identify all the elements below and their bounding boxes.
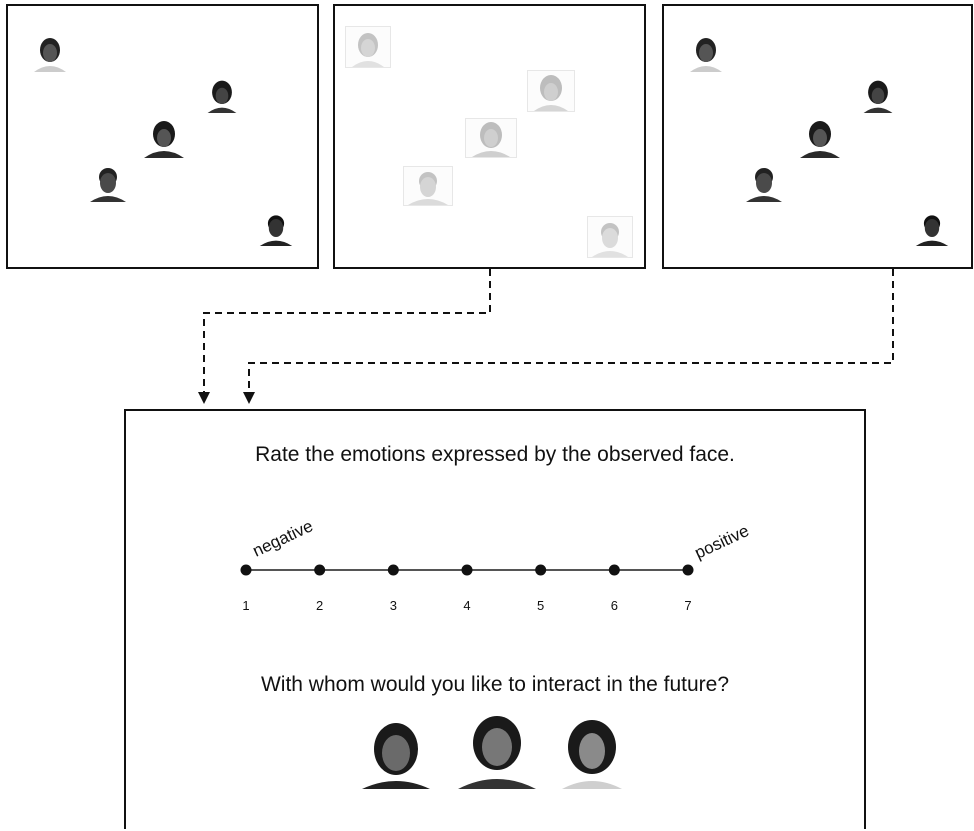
scale-point-5[interactable] xyxy=(535,564,547,576)
scale-number-4: 4 xyxy=(463,598,470,613)
face-image xyxy=(207,80,237,113)
scale-number-2: 2 xyxy=(316,598,323,613)
face-image xyxy=(746,168,782,202)
scale-number-1: 1 xyxy=(242,598,249,613)
face-image xyxy=(34,38,66,72)
face-image xyxy=(587,216,633,258)
face-image xyxy=(527,70,575,112)
arrowhead-1 xyxy=(198,392,210,404)
scale-point-3[interactable] xyxy=(387,564,399,576)
scale-number-6: 6 xyxy=(611,598,618,613)
scale-point-1[interactable] xyxy=(240,564,252,576)
face-image xyxy=(465,118,517,158)
rating-screen: Rate the emotions expressed by the obser… xyxy=(124,409,866,829)
face-choice-2[interactable] xyxy=(454,713,540,789)
face-image xyxy=(690,38,722,72)
scale-number-3: 3 xyxy=(390,598,397,613)
scale-point-7[interactable] xyxy=(682,564,694,576)
face-image xyxy=(259,215,293,246)
face-image xyxy=(90,168,126,202)
face-image xyxy=(144,121,184,158)
face-image xyxy=(345,26,391,68)
scale-number-5: 5 xyxy=(537,598,544,613)
scale-right-label: positive xyxy=(692,521,752,563)
scale-point-2[interactable] xyxy=(314,564,326,576)
face-image xyxy=(863,80,893,113)
face-image xyxy=(800,121,840,158)
face-choice-1[interactable] xyxy=(358,719,434,789)
emotion-question: Rate the emotions expressed by the obser… xyxy=(255,443,735,466)
arrowhead-2 xyxy=(243,392,255,404)
connector-from-panel-2 xyxy=(203,269,491,392)
scale-left-label: negative xyxy=(250,516,316,560)
interact-question: With whom would you like to interact in … xyxy=(260,673,730,696)
face-image xyxy=(403,166,453,206)
stimulus-panel-1 xyxy=(6,4,319,269)
stimulus-panel-2 xyxy=(333,4,646,269)
connector-from-panel-3 xyxy=(248,269,894,392)
scale-point-4[interactable] xyxy=(461,564,473,576)
face-choice-3[interactable] xyxy=(556,717,628,789)
face-image xyxy=(915,215,949,246)
scale-number-7: 7 xyxy=(684,598,691,613)
scale-point-6[interactable] xyxy=(608,564,620,576)
stimulus-panel-3 xyxy=(662,4,973,269)
rating-scale: negative positive 1 2 3 4 5 6 7 xyxy=(240,516,752,613)
